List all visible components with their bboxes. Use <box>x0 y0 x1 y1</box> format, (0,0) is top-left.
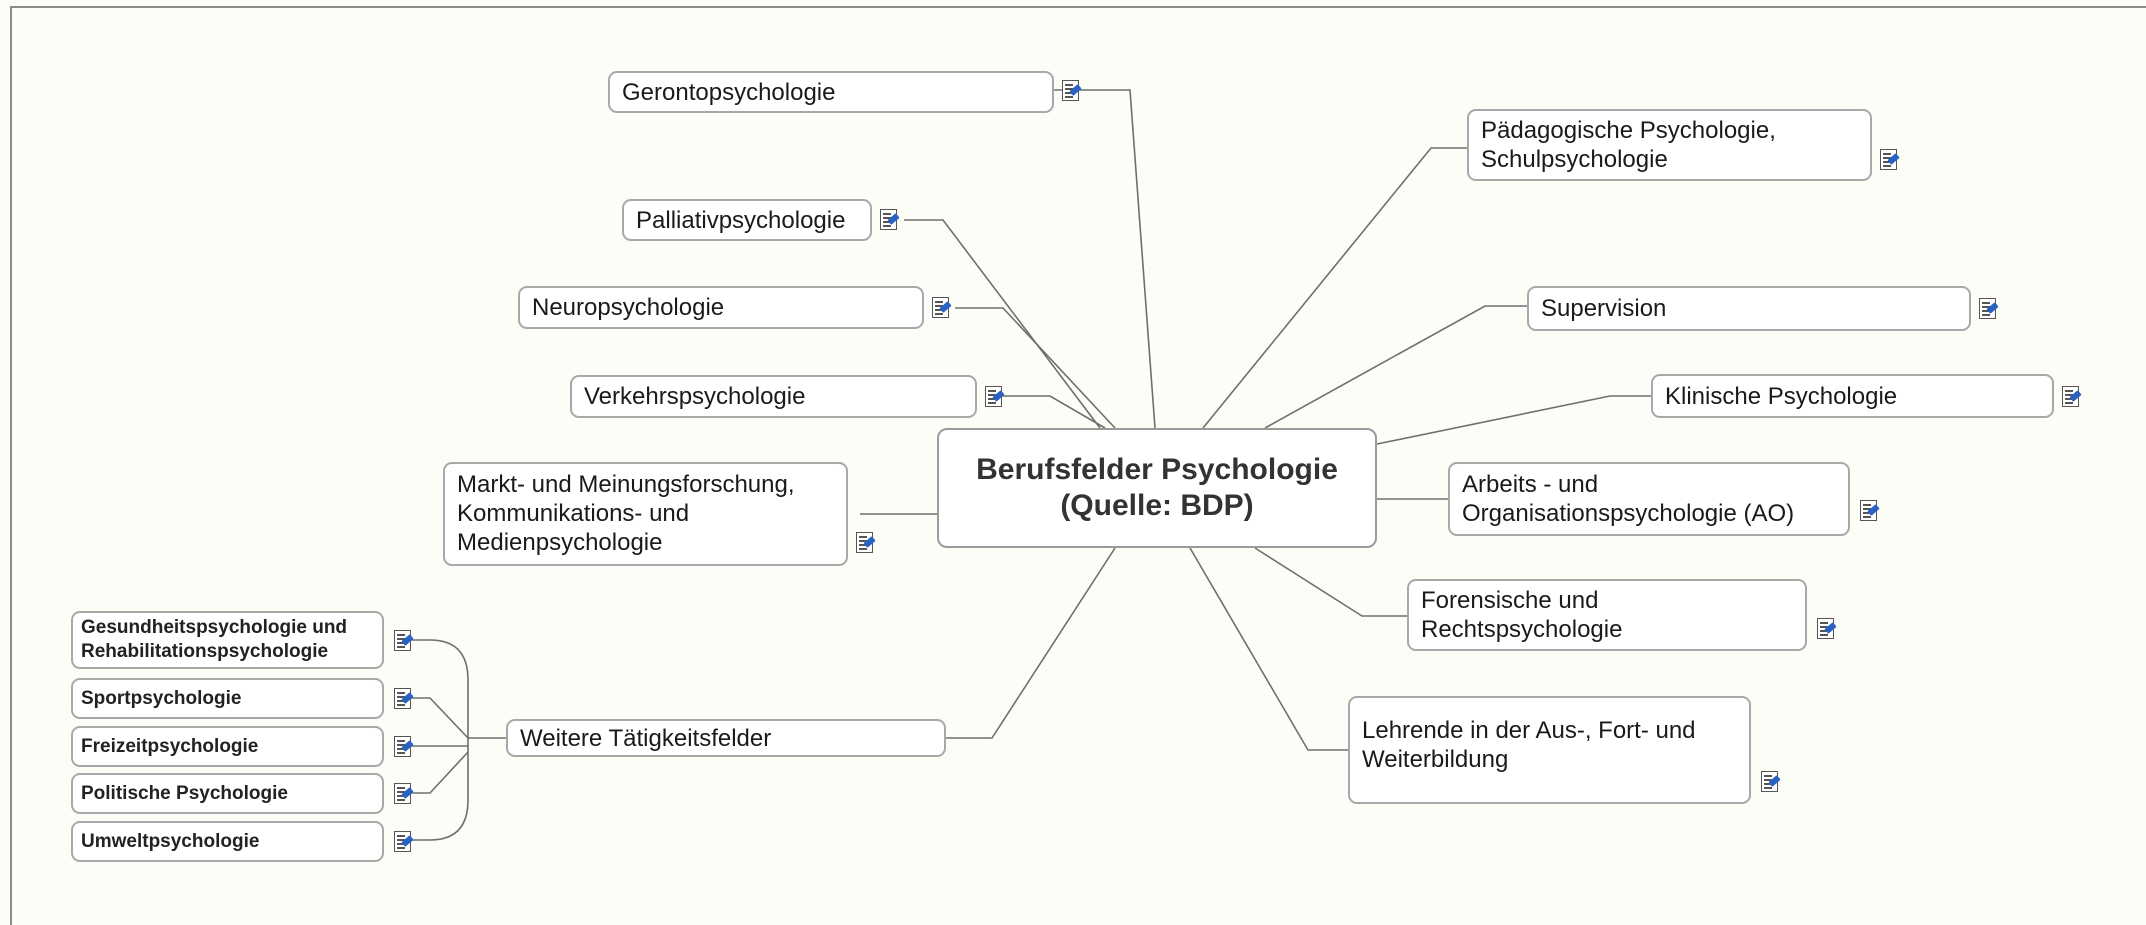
topic-paedagogische-psychologie[interactable]: Pädagogische Psychologie, Schulpsycholog… <box>1467 109 1872 181</box>
topic-markt-und-meinungsforschung[interactable]: Markt- und Meinungsforschung, Kommunikat… <box>443 462 848 566</box>
note-icon[interactable] <box>1979 298 1996 319</box>
note-icon[interactable] <box>2062 386 2079 407</box>
note-icon[interactable] <box>394 831 411 852</box>
note-icon[interactable] <box>394 736 411 757</box>
note-icon[interactable] <box>394 630 411 651</box>
note-icon[interactable] <box>985 386 1002 407</box>
topic-verkehrspsychologie[interactable]: Verkehrspsychologie <box>570 375 977 418</box>
note-icon[interactable] <box>1817 618 1834 639</box>
note-icon[interactable] <box>394 688 411 709</box>
topic-weitere-taetigkeitsfelder[interactable]: Weitere Tätigkeitsfelder <box>506 719 946 757</box>
central-topic[interactable]: Berufsfelder Psychologie (Quelle: BDP) <box>937 428 1377 548</box>
topic-forensische-und-rechtspsychologie[interactable]: Forensische und Rechtspsychologie <box>1407 579 1807 651</box>
note-icon[interactable] <box>880 209 897 230</box>
subtopic-freizeitpsychologie[interactable]: Freizeitpsychologie <box>71 726 384 767</box>
note-icon[interactable] <box>932 297 949 318</box>
topic-arbeits-und-organisationspsychologie[interactable]: Arbeits - und Organisationspsychologie (… <box>1448 462 1850 536</box>
topic-palliativpsychologie[interactable]: Palliativpsychologie <box>622 199 872 241</box>
topic-gerontopsychologie[interactable]: Gerontopsychologie <box>608 71 1054 113</box>
note-icon[interactable] <box>1761 771 1778 792</box>
topic-supervision[interactable]: Supervision <box>1527 286 1971 331</box>
subtopic-politische-psychologie[interactable]: Politische Psychologie <box>71 773 384 814</box>
topic-lehrende-in-der-aus-fort-und-weiterbildung[interactable]: Lehrende in der Aus-, Fort- und Weiterbi… <box>1348 696 1751 804</box>
note-icon[interactable] <box>1880 149 1897 170</box>
note-icon[interactable] <box>856 532 873 553</box>
note-icon[interactable] <box>1860 500 1877 521</box>
topic-klinische-psychologie[interactable]: Klinische Psychologie <box>1651 374 2054 418</box>
note-icon[interactable] <box>1062 80 1079 101</box>
subtopic-umweltpsychologie[interactable]: Umweltpsychologie <box>71 821 384 862</box>
note-icon[interactable] <box>394 783 411 804</box>
subtopic-sportpsychologie[interactable]: Sportpsychologie <box>71 678 384 719</box>
topic-neuropsychologie[interactable]: Neuropsychologie <box>518 286 924 329</box>
subtopic-gesundheitspsychologie[interactable]: Gesundheitspsychologie und Rehabilitatio… <box>71 611 384 669</box>
